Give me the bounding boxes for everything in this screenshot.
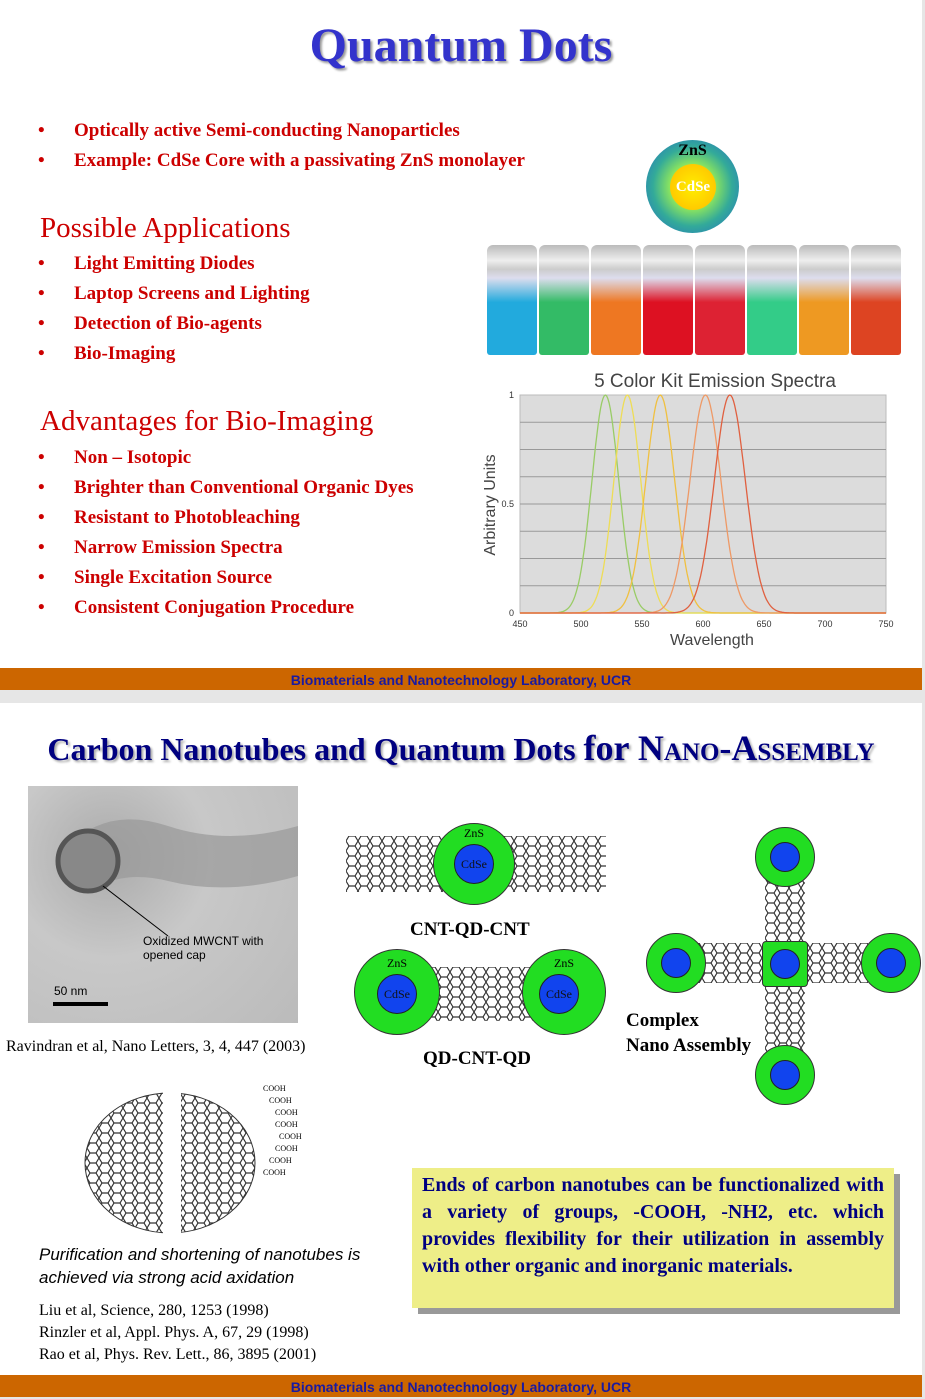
list-item: Detection of Bio-agents — [38, 313, 310, 343]
cooh-labels: COOH COOH COOH COOH COOH COOH COOH COOH — [263, 1083, 302, 1179]
slide-nano-assembly: Carbon Nanotubes and Quantum Dots for Na… — [0, 703, 925, 1397]
cdse-label: CdSe — [539, 974, 579, 1014]
scale-bar-label: 50 nm — [54, 984, 88, 998]
title-part: Nano-Assembly — [637, 728, 875, 768]
complex-label-line: Nano Assembly — [626, 1035, 752, 1056]
zns-label: ZnS — [553, 956, 574, 970]
cdse-label: CdSe — [377, 974, 417, 1014]
cdse-label: CdSe — [454, 844, 494, 884]
complex-assembly-diagram — [640, 823, 925, 1113]
qd-cnt-qd-diagram: ZnS CdSe ZnS CdSe — [354, 949, 606, 1039]
footer-bar: Biomaterials and Nanotechnology Laborato… — [0, 668, 922, 690]
y-axis-label: Arbitrary Units — [482, 454, 499, 555]
references: Liu et al, Science, 280, 1253 (1998) Rin… — [39, 1300, 316, 1366]
slide-quantum-dots: Quantum Dots Optically active Semi-condu… — [0, 0, 922, 690]
tem-caption: Oxidized MWCNT with opened cap — [143, 934, 264, 962]
reference: Rao et al, Phys. Rev. Lett., 86, 3895 (2… — [39, 1346, 317, 1363]
vial — [487, 245, 537, 355]
cdse-label: CdSe — [675, 178, 711, 195]
x-tick-label: 550 — [634, 619, 649, 629]
emission-spectra-chart: 5 Color Kit Emission Spectra Arbitrary U… — [482, 371, 894, 649]
cooh-label: COOH — [263, 1084, 286, 1093]
vial — [747, 245, 797, 355]
x-axis-label: Wavelength — [670, 632, 754, 649]
vial — [799, 245, 849, 355]
y-tick-label: 1 — [509, 390, 514, 400]
cooh-label: COOH — [269, 1156, 292, 1165]
vial — [643, 245, 693, 355]
y-tick-label: 0.5 — [501, 499, 514, 509]
x-tick-label: 500 — [573, 619, 588, 629]
title-part: Carbon Nanotubes and Quantum Dots — [47, 731, 584, 767]
vial — [591, 245, 641, 355]
quantum-dot — [755, 827, 815, 887]
cooh-label: COOH — [275, 1120, 298, 1129]
vial — [851, 245, 901, 355]
slide-title: Quantum Dots — [309, 19, 613, 72]
chart-title: 5 Color Kit Emission Spectra — [594, 371, 836, 392]
zns-label: ZnS — [386, 956, 407, 970]
quantum-dot-diagram: ZnS CdSe — [646, 140, 739, 233]
quantum-dot — [646, 933, 706, 993]
qd-cnt-qd-label: QD-CNT-QD — [423, 1048, 532, 1069]
slide-title: Carbon Nanotubes and Quantum Dots for Na… — [0, 727, 922, 769]
footer-bar: Biomaterials and Nanotechnology Laborato… — [0, 1375, 922, 1397]
cooh-label: COOH — [269, 1096, 292, 1105]
vial — [539, 245, 589, 355]
spectrum-line — [520, 394, 886, 614]
list-item: Bio-Imaging — [38, 343, 310, 373]
quantum-dot — [762, 941, 808, 987]
reference: Liu et al, Science, 280, 1253 (1998) — [39, 1302, 269, 1319]
cdse-core: CdSe — [670, 164, 716, 210]
quantum-dot: ZnS CdSe — [522, 949, 606, 1035]
list-item: Resistant to Photobleaching — [38, 507, 414, 537]
list-item: Laptop Screens and Lighting — [38, 283, 310, 313]
x-tick-label: 700 — [817, 619, 832, 629]
applications-list: Light Emitting Diodes Laptop Screens and… — [38, 253, 310, 373]
cooh-label: COOH — [263, 1168, 286, 1177]
complex-label-line: Complex — [626, 1010, 699, 1031]
list-item: Light Emitting Diodes — [38, 253, 310, 283]
list-item: Single Excitation Source — [38, 567, 414, 597]
quantum-dot — [755, 1045, 815, 1105]
reference: Rinzler et al, Appl. Phys. A, 67, 29 (19… — [39, 1324, 309, 1341]
x-tick-label: 600 — [695, 619, 710, 629]
nanotube-tem-drawing — [53, 819, 298, 1006]
advantages-list: Non – Isotopic Brighter than Conventiona… — [38, 447, 414, 627]
list-item: Non – Isotopic — [38, 447, 414, 477]
list-item: Brighter than Conventional Organic Dyes — [38, 477, 414, 507]
shortened-nanotube-structure: COOH COOH COOH COOH COOH COOH COOH COOH — [75, 1083, 315, 1243]
quantum-dot: ZnS CdSe — [433, 823, 515, 905]
tem-image: Oxidized MWCNT with opened cap 50 nm — [28, 786, 298, 1023]
cnt-qd-cnt-label: CNT-QD-CNT — [410, 919, 530, 940]
x-tick-label: 750 — [878, 619, 893, 629]
vial — [695, 245, 745, 355]
applications-heading: Possible Applications — [40, 212, 291, 244]
purification-caption: Purification and shortening of nanotubes… — [39, 1245, 361, 1287]
list-item: Consistent Conjugation Procedure — [38, 597, 414, 627]
cnt-qd-cnt-diagram: ZnS CdSe — [346, 823, 606, 908]
cooh-label: COOH — [275, 1108, 298, 1117]
tem-reference: Ravindran et al, Nano Letters, 3, 4, 447… — [6, 1038, 306, 1055]
title-part: for — [583, 728, 638, 768]
list-item: Optically active Semi-conducting Nanopar… — [38, 120, 525, 150]
list-item: Example: CdSe Core with a passivating Zn… — [38, 150, 525, 180]
cooh-label: COOH — [275, 1144, 298, 1153]
zns-label: ZnS — [463, 826, 484, 840]
quantum-dot: ZnS CdSe — [354, 949, 440, 1035]
list-item: Narrow Emission Spectra — [38, 537, 414, 567]
x-tick-label: 650 — [756, 619, 771, 629]
zns-label: ZnS — [678, 142, 707, 159]
x-tick-label: 450 — [512, 619, 527, 629]
advantages-heading: Advantages for Bio-Imaging — [40, 405, 374, 437]
y-tick-label: 0 — [509, 608, 514, 618]
quantum-dot — [861, 933, 921, 993]
intro-list: Optically active Semi-conducting Nanopar… — [38, 120, 525, 180]
functionalization-note: Ends of carbon nanotubes can be function… — [412, 1168, 894, 1308]
cooh-label: COOH — [279, 1132, 302, 1141]
